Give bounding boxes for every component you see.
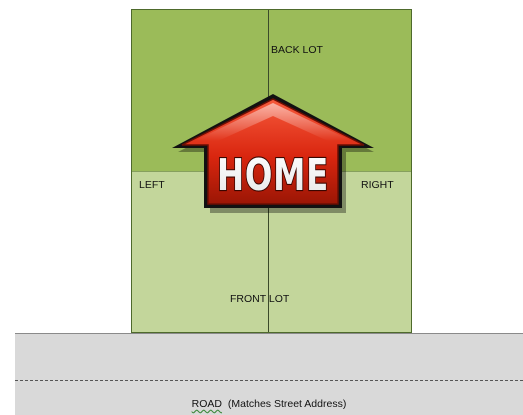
road-note: (Matches Street Address) [227, 398, 347, 410]
left-label: LEFT [139, 179, 165, 191]
home-logo: HOME [168, 86, 380, 214]
road: ROAD (Matches Street Address) [15, 333, 523, 415]
back-lot-label: BACK LOT [271, 44, 323, 56]
road-center-line [15, 380, 523, 381]
right-label: RIGHT [361, 179, 394, 191]
home-logo-text: HOME [217, 150, 329, 201]
house-roof-icon: HOME [172, 94, 374, 213]
road-label: ROAD (Matches Street Address) [15, 398, 523, 410]
front-lot-label: FRONT LOT [230, 293, 290, 305]
road-word: ROAD [191, 398, 223, 410]
